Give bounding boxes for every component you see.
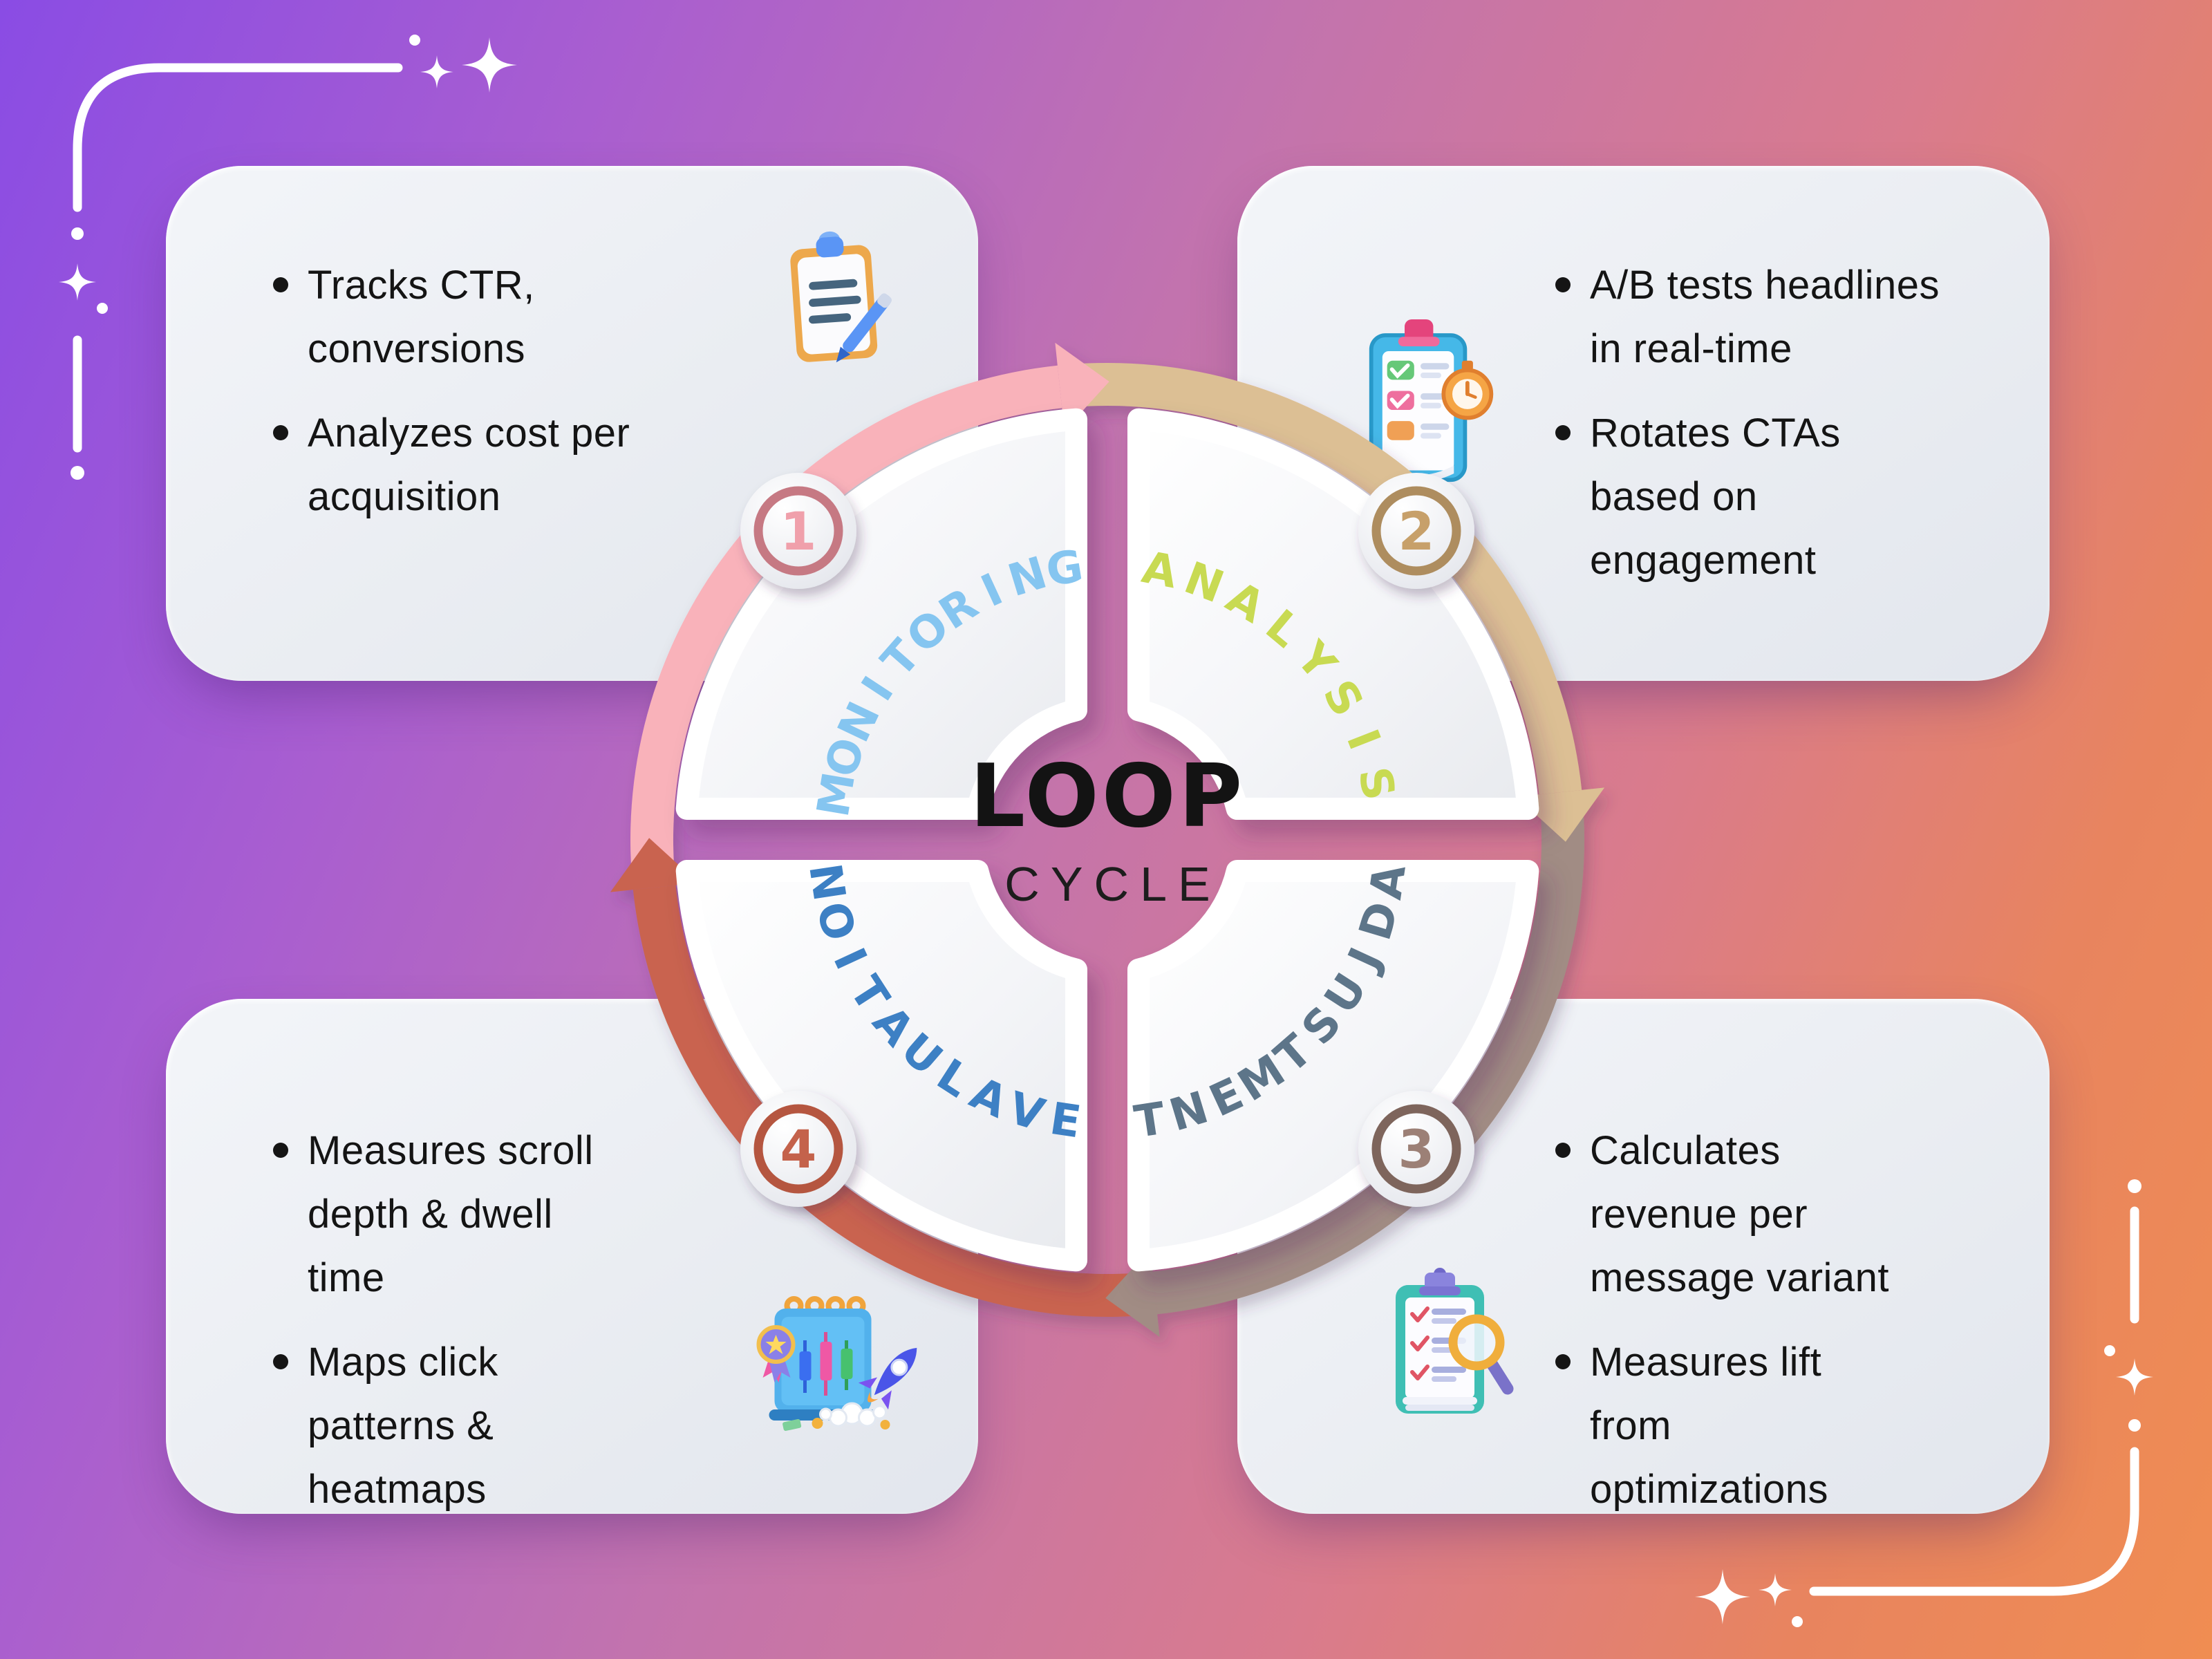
clipboard-magnifier-icon <box>1347 1262 1547 1427</box>
step-2-card: A/B tests headlines in real-time Rotates… <box>1237 166 2050 681</box>
bullet-dot <box>273 1354 288 1369</box>
bullet-dot <box>1555 1354 1571 1369</box>
list-item: Calculates revenue per message variant <box>1555 1119 1901 1310</box>
list-item: Analyzes cost per acquisition <box>273 402 660 529</box>
list-item: Measures scroll depth & dwell time <box>273 1119 639 1310</box>
wheel-label-letter: I <box>1336 723 1390 757</box>
list-item: Maps click patterns & heatmaps <box>273 1331 639 1521</box>
wheel-label-letter: N <box>1002 547 1053 607</box>
list-item: Measures lift from optimizations <box>1555 1331 1901 1521</box>
deco-dot <box>2128 1179 2141 1193</box>
cycle-arrowhead-evaluation <box>610 838 699 892</box>
sparkle-icon <box>420 55 453 88</box>
wheel-label-letter: N <box>1164 1082 1215 1142</box>
wheel-label-letter: I <box>823 941 876 977</box>
deco-dot <box>71 227 84 240</box>
wheel-label-letter: E <box>1047 1094 1084 1149</box>
wheel-label-letter: A <box>1360 861 1416 902</box>
wheel-label-letter: J <box>1338 940 1392 979</box>
bullet-dot <box>1555 277 1571 292</box>
step-3-bullets: Calculates revenue per message variant M… <box>1555 1119 1901 1521</box>
deco-dot <box>2128 1419 2141 1432</box>
step-4-card: Measures scroll depth & dwell time Maps … <box>166 999 978 1514</box>
bullet-text: Tracks CTR, conversions <box>308 263 535 371</box>
wheel-label-letter: D <box>1350 896 1409 946</box>
sparkle-icon <box>1759 1573 1792 1606</box>
wheel-label-letter: T <box>1131 1093 1169 1148</box>
wheel-label-letter: M <box>808 769 865 821</box>
bullet-text: Measures scroll depth & dwell time <box>308 1128 594 1300</box>
deco-dot <box>1792 1616 1803 1627</box>
calendar-chart-rocket-icon <box>747 1274 937 1440</box>
step-3-card: Calculates revenue per message variant M… <box>1237 999 2050 1514</box>
deco-dot <box>409 35 420 46</box>
checklist-stopwatch-icon <box>1341 294 1500 515</box>
sparkle-icon <box>1695 1569 1750 1624</box>
cycle-arrowhead-analysis <box>1516 787 1605 842</box>
wheel-label-letter: I <box>974 564 1011 617</box>
bullet-text: A/B tests headlines in real-time <box>1590 263 1940 371</box>
bullet-dot <box>273 425 288 440</box>
sparkle-icon <box>2116 1358 2153 1396</box>
list-item: Rotates CTAs based on engagement <box>1555 402 1942 592</box>
wheel-label-letter: O <box>805 896 865 946</box>
bullet-text: Maps click patterns & heatmaps <box>308 1340 498 1512</box>
deco-dot <box>2104 1345 2115 1356</box>
bullet-text: Rotates CTAs based on engagement <box>1590 411 1841 583</box>
title-sub: CYCLE <box>1004 857 1221 911</box>
bullet-dot <box>1555 1143 1571 1158</box>
step-1-card: Tracks CTR, conversions Analyzes cost pe… <box>166 166 978 681</box>
cycle-arrowhead-adjustment <box>1105 1248 1160 1338</box>
step-4-bullets: Measures scroll depth & dwell time Maps … <box>273 1119 639 1521</box>
deco-dot <box>97 303 108 314</box>
wheel-label-letter: V <box>1002 1082 1050 1141</box>
list-item: Tracks CTR, conversions <box>273 254 660 381</box>
wheel-label-letter: S <box>1348 763 1405 805</box>
wheel-label-letter: O <box>816 732 876 783</box>
cycle-arrowhead-monitoring <box>1055 342 1109 431</box>
wheel-label-letter: A <box>1138 542 1181 599</box>
deco-dot <box>71 466 84 480</box>
bullet-text: Measures lift from optimizations <box>1590 1340 1828 1512</box>
title-main: LOOP <box>969 745 1246 847</box>
wheel-label-letter: N <box>1178 552 1230 613</box>
bullet-dot <box>273 1143 288 1158</box>
clipboard-pen-icon <box>771 227 896 375</box>
step-1-bullets: Tracks CTR, conversions Analyzes cost pe… <box>273 254 660 529</box>
step-2-bullets: A/B tests headlines in real-time Rotates… <box>1555 254 1942 592</box>
bullet-text: Calculates revenue per message variant <box>1590 1128 1890 1300</box>
cycle-title: LOOP CYCLE <box>970 745 1245 912</box>
sparkle-icon <box>462 37 517 93</box>
bullet-text: Analyzes cost per acquisition <box>308 411 630 519</box>
list-item: A/B tests headlines in real-time <box>1555 254 1942 381</box>
wheel-label-letter: G <box>1042 541 1086 597</box>
wheel-label-letter: N <box>798 860 854 904</box>
bullet-dot <box>273 277 288 292</box>
sparkle-icon <box>59 263 96 301</box>
bullet-dot <box>1555 425 1571 440</box>
wheel-label-letter: N <box>828 695 890 750</box>
